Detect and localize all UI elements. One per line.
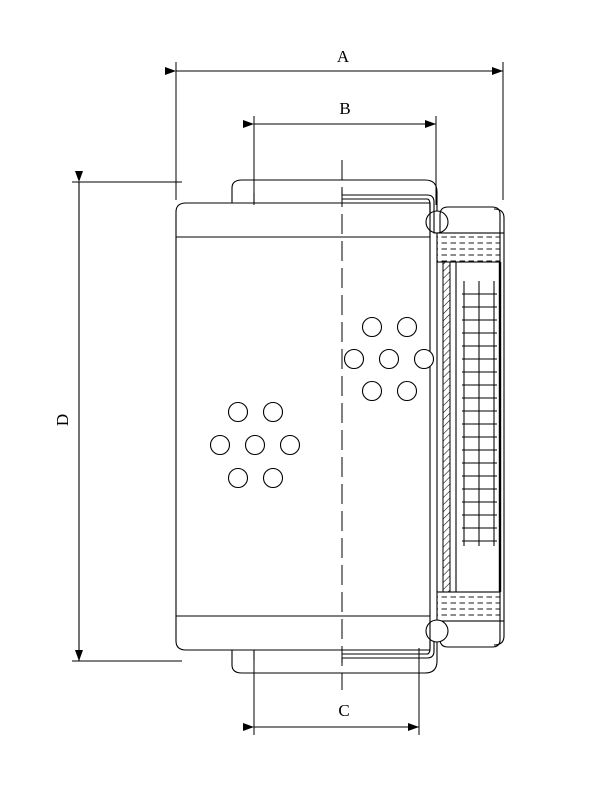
dimension-label-b: B: [339, 99, 350, 118]
filter-body: [175, 236, 431, 617]
o-ring-bottom: [425, 619, 449, 643]
lower-hole-cluster: [209, 401, 301, 489]
bottom-end-cap: [175, 615, 438, 674]
dimension-label-d: D: [53, 414, 72, 426]
upper-hole-cluster: [343, 316, 435, 402]
bottom-seal-block: [433, 591, 505, 648]
dimension-label-a: A: [337, 47, 350, 66]
dimension-label-c: C: [338, 701, 349, 720]
top-seal-block: [429, 203, 505, 263]
top-end-cap: [175, 179, 438, 238]
perforation-clusters: [209, 316, 435, 489]
o-ring-top: [425, 210, 449, 234]
extension-lines: [72, 62, 504, 735]
mesh-screen: [462, 281, 497, 546]
